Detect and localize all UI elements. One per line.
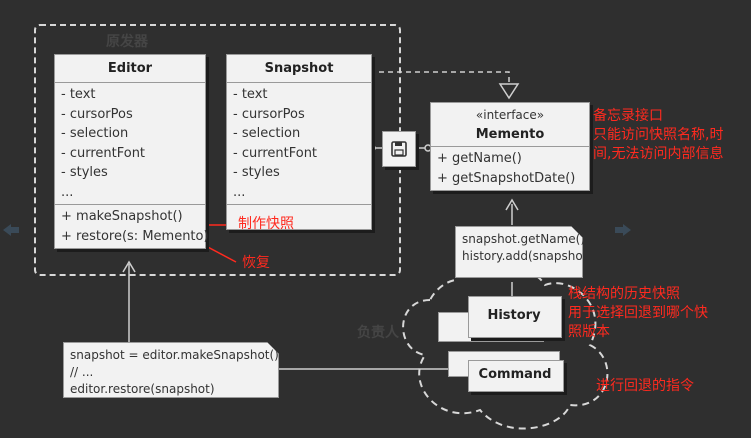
snapshot-field: ...	[233, 184, 246, 200]
memento-method-get-date: + getSnapshotDate()	[437, 170, 576, 186]
arrow-left-icon[interactable]	[2, 222, 20, 238]
history-code-note: snapshot.getName() history.add(snapshot)	[455, 226, 583, 278]
originator-label: 原发器	[106, 34, 148, 50]
editor-method-make-snapshot: + makeSnapshot()	[61, 209, 183, 224]
note-line: history.add(snapshot)	[462, 249, 593, 263]
editor-field: - currentFont	[61, 145, 146, 161]
history-annotation: 栈结构的历史快照 用于选择回退到哪个快 照版本	[568, 286, 708, 340]
save-icon	[382, 131, 416, 167]
command-class	[468, 360, 564, 392]
history-class	[468, 296, 562, 338]
memento-stereotype: «interface»	[475, 108, 545, 122]
editor-fields: - text - cursorPos - selection - current…	[55, 83, 205, 205]
note-line: // ...	[70, 365, 94, 379]
snapshot-class: Snapshot - text - cursorPos - selection …	[226, 54, 372, 230]
snapshot-field: - currentFont	[233, 145, 318, 161]
command-annotation: 进行回退的指令	[596, 378, 694, 394]
snapshot-class-name: Snapshot	[227, 55, 371, 83]
snapshot-field: - styles	[233, 165, 280, 180]
snapshot-realizes-memento	[370, 71, 510, 84]
memento-methods: + getName() + getSnapshotDate()	[431, 147, 589, 190]
editor-method-restore: + restore(s: Memento)	[61, 228, 209, 244]
memento-class-name: Memento	[475, 127, 545, 142]
history-class-name: History	[487, 308, 541, 323]
memento-method-get-name: + getName()	[437, 151, 522, 166]
realization-arrowhead	[498, 83, 520, 100]
editor-methods: + makeSnapshot() + restore(s: Memento)	[55, 205, 209, 248]
editor-field: - selection	[61, 126, 129, 141]
arrow-right-icon[interactable]	[614, 222, 632, 238]
editor-field: ...	[61, 184, 74, 200]
editor-field: - text	[61, 87, 96, 102]
restore-arrow	[203, 244, 237, 263]
memento-annotation: 备忘录接口 只能访问快照名称,时 间,无法访问内部信息	[593, 108, 724, 162]
note-line: snapshot.getName()	[462, 232, 586, 246]
snapshot-fields: - text - cursorPos - selection - current…	[227, 83, 371, 205]
make-snapshot-annotation: 制作快照	[238, 216, 294, 232]
command-class-name: Command	[478, 367, 552, 382]
snapshot-field: - text	[233, 87, 268, 102]
memento-interface: «interface» Memento + getName() + getSna…	[430, 102, 590, 191]
note-line: editor.restore(snapshot)	[70, 382, 215, 396]
restore-annotation: 恢复	[242, 255, 270, 271]
note-line: snapshot = editor.makeSnapshot()	[70, 348, 279, 362]
editor-class: Editor - text - cursorPos - selection - …	[54, 54, 209, 249]
editor-class-name: Editor	[55, 55, 205, 83]
caretaker-label: 负责人	[357, 325, 399, 341]
snapshot-field: - cursorPos	[233, 106, 305, 122]
editor-field: - cursorPos	[61, 106, 133, 122]
snapshot-field: - selection	[233, 126, 301, 141]
client-code-note: snapshot = editor.makeSnapshot() // ... …	[63, 342, 279, 398]
editor-field: - styles	[61, 165, 108, 180]
